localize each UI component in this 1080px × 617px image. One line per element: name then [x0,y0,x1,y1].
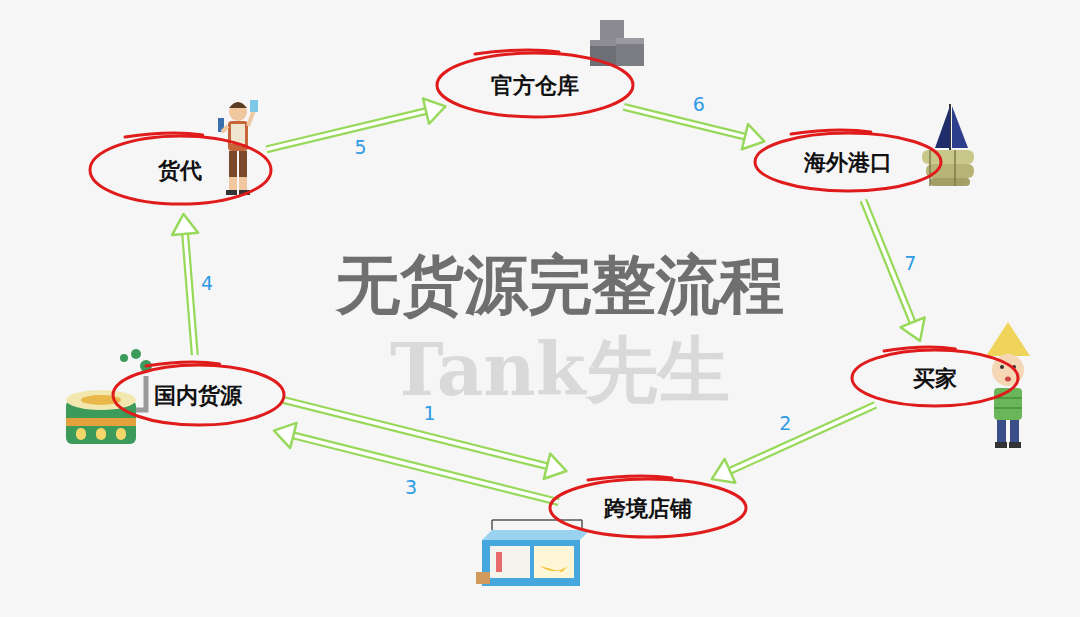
ellipse-stroke [852,350,1018,406]
flow-arrow [172,214,198,355]
arrow-head [274,423,297,448]
arrow-head [742,124,765,149]
arrow-body-inner [291,435,558,502]
ellipse-node: 海外港口 [753,131,943,193]
arrow-body-outline [282,400,549,467]
arrow-body-outline [185,232,195,355]
ellipse-overshoot [791,130,871,134]
arrow-body-inner [267,111,428,150]
ellipse-node: 买家 [850,348,1020,408]
callout-number: 2 [777,413,793,434]
arrow-body-inner [624,107,747,137]
arrow-body-outline [624,107,747,137]
node-label: 货代 [158,157,202,183]
arrow-body-outline [267,111,428,150]
flow-arrow [863,200,924,341]
arrow-body-outline [728,405,875,472]
node-label: 跨境店铺 [604,495,692,521]
diagram-title: 无货源完整流程 [336,250,784,320]
flow-arrow [274,423,559,502]
callout-number: 5 [353,137,369,158]
arrow-head [712,459,736,483]
ellipse-stroke [90,136,271,204]
watermark: Tank先生 [390,330,730,409]
arrow-head [544,454,567,479]
ellipse-overshoot [475,50,559,54]
shop-icon [476,520,590,586]
forwarder-person-icon [218,100,258,195]
arrow-body-outline [291,435,558,502]
callout-number: 6 [691,94,707,115]
ellipse-stroke [113,365,284,425]
arrow-head [423,98,445,123]
arrow-body-inner [728,405,875,472]
callout-number: 7 [902,253,918,274]
callout-number: 3 [403,477,419,498]
node-label: 买家 [913,365,957,391]
arrow-head [901,317,925,340]
ellipse-overshoot [125,133,203,137]
node-label: 国内货源 [154,382,242,408]
node-label: 官方仓库 [491,72,579,98]
factory-icon [66,349,152,444]
callout-number: 1 [421,403,437,424]
buyer-icon [986,322,1030,448]
node-label: 海外港口 [804,149,892,175]
ellipse-overshoot [884,347,955,351]
ellipse-stroke [550,479,746,537]
ellipse-stroke [755,133,941,191]
ellipse-overshoot [146,362,220,366]
arrow-body-inner [282,400,549,467]
ellipse-node: 货代 [88,134,273,206]
ellipse-stroke [437,53,633,117]
arrow-head [172,214,198,235]
ellipse-overshoot [588,476,672,480]
callout-number: 4 [199,273,215,294]
ellipse-node: 国内货源 [111,363,286,427]
ellipse-node: 跨境店铺 [548,477,748,539]
ellipse-node: 官方仓库 [435,51,635,119]
ship-icon [922,104,974,186]
arrow-body-inner [185,232,195,355]
flow-arrow [712,405,876,483]
